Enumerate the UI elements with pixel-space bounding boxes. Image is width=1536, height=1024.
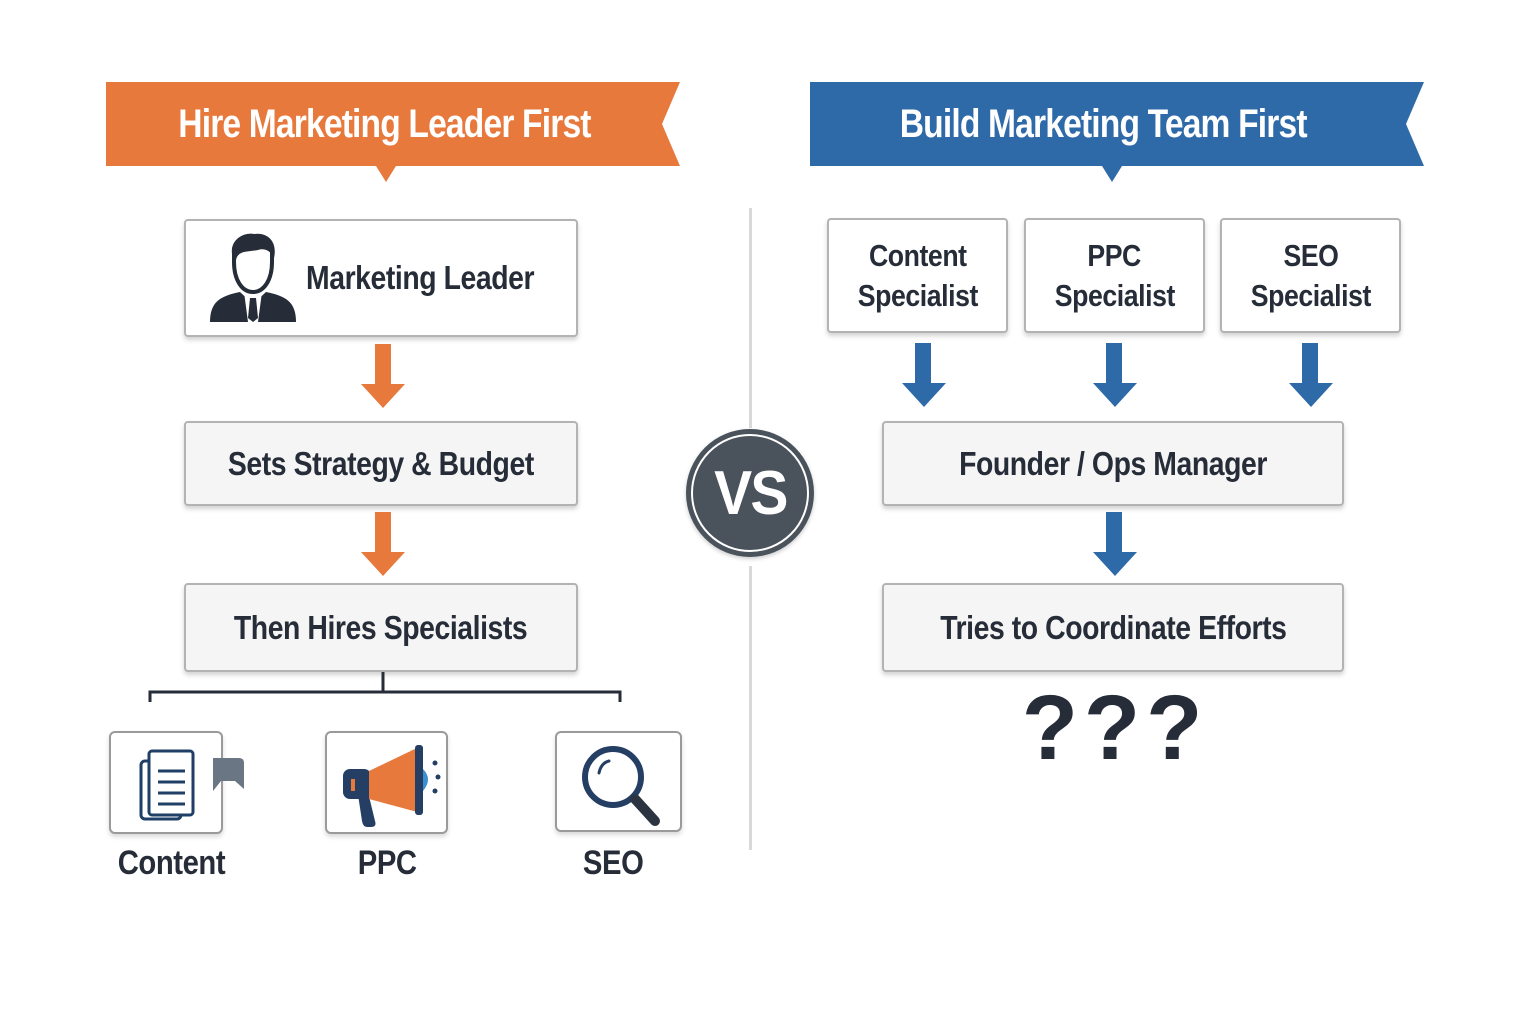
vs-label: VS <box>713 458 788 528</box>
content-icon-card <box>109 731 244 834</box>
founder-ops-box: Founder / Ops Manager <box>882 421 1344 506</box>
arrow-down-icon <box>1289 343 1333 407</box>
question-marks: ??? <box>1021 677 1209 779</box>
vs-badge: VS <box>686 429 814 557</box>
marketing-leader-label: Marketing Leader <box>306 259 535 296</box>
org-connector <box>148 672 622 702</box>
arrow-down-icon <box>1093 343 1137 407</box>
seo-specialist-line2: Specialist <box>1250 277 1371 313</box>
founder-ops-label: Founder / Ops Manager <box>959 444 1267 482</box>
seo-specialist-box: SEO Specialist <box>1220 218 1401 333</box>
arrow-down-icon <box>361 512 405 576</box>
coordinate-efforts-label: Tries to Coordinate Efforts <box>939 608 1287 646</box>
document-icon <box>139 749 244 821</box>
arrow-down-icon <box>902 343 946 407</box>
magnifier-icon <box>582 746 660 826</box>
content-specialist-box: Content Specialist <box>827 218 1008 333</box>
ppc-specialist-line1: PPC <box>1087 237 1142 273</box>
seo-icon-card <box>555 731 682 832</box>
right-banner-shape <box>810 82 1424 182</box>
seo-label: SEO <box>582 844 644 882</box>
megaphone-icon <box>343 745 441 827</box>
ppc-icon-card <box>325 731 448 834</box>
strategy-budget-box: Sets Strategy & Budget <box>184 421 578 506</box>
left-banner-shape <box>106 82 680 182</box>
strategy-budget-label: Sets Strategy & Budget <box>228 444 534 482</box>
divider-top <box>749 208 752 428</box>
hires-specialists-label: Then Hires Specialists <box>234 608 528 646</box>
hires-specialists-box: Then Hires Specialists <box>184 583 578 672</box>
marketing-leader-box: Marketing Leader <box>184 219 578 337</box>
arrow-down-icon <box>361 344 405 408</box>
arrow-down-icon <box>1093 512 1137 576</box>
content-label: Content <box>117 844 225 882</box>
seo-specialist-line1: SEO <box>1282 237 1339 273</box>
ppc-label: PPC <box>357 844 417 882</box>
coordinate-efforts-box: Tries to Coordinate Efforts <box>882 583 1344 672</box>
content-specialist-line1: Content <box>868 237 967 273</box>
content-specialist-line2: Specialist <box>857 277 978 313</box>
ppc-specialist-line2: Specialist <box>1054 277 1175 313</box>
ppc-specialist-box: PPC Specialist <box>1024 218 1205 333</box>
person-suit-icon <box>210 233 296 322</box>
left-banner-title: Hire Marketing Leader First <box>177 101 591 146</box>
right-banner-title: Build Marketing Team First <box>899 101 1308 146</box>
divider-bottom <box>749 566 752 850</box>
